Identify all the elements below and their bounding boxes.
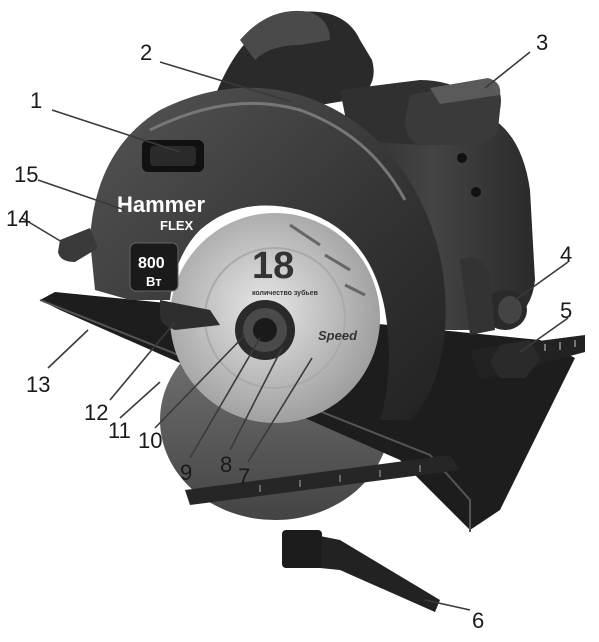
- callout-6: 6: [472, 608, 484, 633]
- leader-4: [514, 261, 569, 301]
- callout-12: 12: [84, 400, 108, 425]
- motor-vent: [471, 187, 481, 197]
- callout-10: 10: [138, 428, 162, 453]
- callout-labels: 1 2 3 4 5 6 7 8 9 10 11 12 13 14 15: [6, 30, 572, 633]
- fence-knob: [490, 340, 540, 378]
- guard-rib: [344, 283, 366, 297]
- callout-4: 4: [560, 242, 572, 267]
- leader-1: [51, 109, 181, 153]
- blade-number: 18: [252, 245, 294, 287]
- blade-bolt: [253, 318, 277, 342]
- bevel-knob-face: [498, 296, 522, 324]
- leader-lines: [21, 51, 569, 611]
- leader-3: [484, 51, 531, 89]
- guard-highlight: [149, 101, 407, 201]
- rip-fence-arm: [185, 455, 460, 505]
- leader-11: [119, 381, 161, 419]
- callout-14: 14: [6, 206, 30, 231]
- brand-name: Hammer: [117, 192, 205, 217]
- blade-subtext: количество зубьев: [252, 289, 319, 297]
- leader-10: [154, 334, 246, 429]
- leader-6: [424, 599, 471, 611]
- leader-2: [159, 61, 293, 103]
- callout-15: 15: [14, 162, 38, 187]
- rip-fence-shoe: [290, 530, 440, 612]
- rip-fence-clamp: [282, 530, 322, 568]
- leader-14: [21, 217, 73, 249]
- callout-2: 2: [140, 40, 152, 65]
- callout-9: 9: [180, 460, 192, 485]
- guard-rib: [289, 223, 321, 247]
- power-unit: Вт: [146, 274, 162, 289]
- leader-12: [109, 321, 176, 401]
- bevel-bracket: [460, 257, 495, 335]
- leader-5: [519, 317, 569, 353]
- callout-13: 13: [26, 372, 50, 397]
- brand-model: FLEX: [160, 218, 194, 233]
- power-badge: [129, 242, 179, 292]
- power-switch-cap: [150, 146, 196, 166]
- power-value: 800: [138, 255, 165, 272]
- motor-vent: [457, 153, 467, 163]
- leader-7: [247, 357, 313, 463]
- callout-1: 1: [30, 88, 42, 113]
- guard-rib: [324, 253, 351, 272]
- leader-9: [189, 337, 261, 459]
- front-lever: [58, 228, 98, 262]
- handle-grip-top: [240, 10, 330, 60]
- callout-3: 3: [536, 30, 548, 55]
- leader-8: [229, 347, 283, 451]
- blade-logo: Speed: [318, 328, 358, 343]
- callout-7: 7: [238, 464, 250, 489]
- callout-5: 5: [560, 298, 572, 323]
- auxiliary-handle-top: [430, 78, 501, 104]
- rip-fence-scale: [259, 465, 421, 492]
- callout-11: 11: [108, 418, 131, 443]
- leader-15: [37, 179, 126, 211]
- callout-8: 8: [220, 452, 232, 477]
- leader-13: [47, 329, 89, 369]
